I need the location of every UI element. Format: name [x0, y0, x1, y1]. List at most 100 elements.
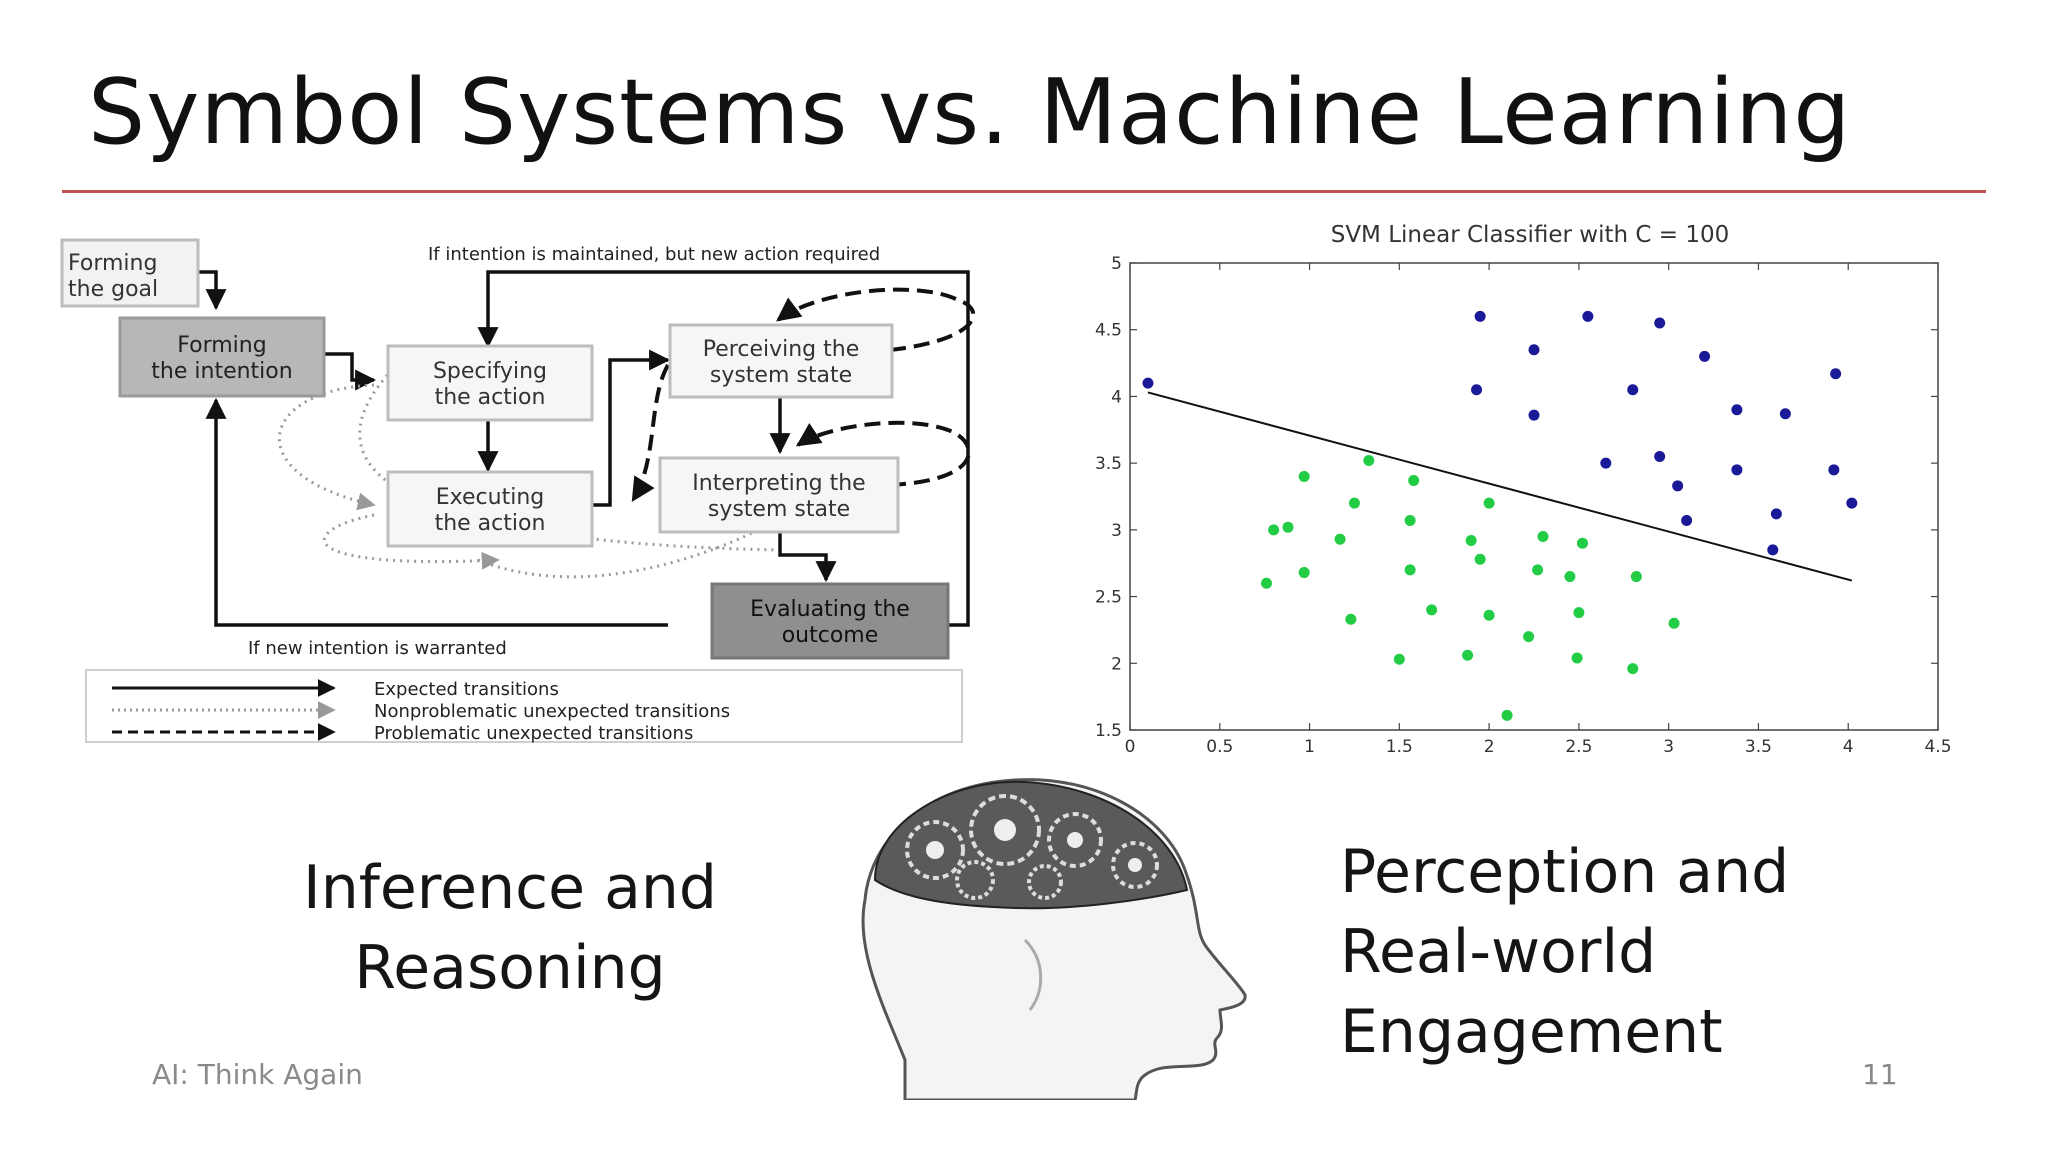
scatter-point-series-1 [1537, 531, 1549, 543]
scatter-point-series-1 [1523, 631, 1535, 643]
scatter-point-series-1 [1564, 571, 1576, 583]
scatter-point-series-0 [1672, 480, 1684, 492]
x-tick-label: 0.5 [1206, 737, 1233, 757]
scatter-point-series-1 [1348, 497, 1360, 509]
scatter-point-series-1 [1668, 617, 1680, 629]
svm-scatter-chart: SVM Linear Classifier with C = 100 0 0.5 1… [1095, 222, 1952, 757]
y-tick-label: 3.5 [1095, 454, 1122, 474]
caption-perception-engagement: Perception and Real-world Engagement [1340, 832, 1960, 1072]
node-forming-intention-line2: the intention [151, 359, 292, 384]
node-evaluating-outcome-line2: outcome [782, 623, 879, 648]
scatter-point-series-0 [1600, 457, 1612, 469]
node-forming-goal: Forming the goal [60, 238, 200, 308]
chart-title: SVM Linear Classifier with C = 100 [1331, 222, 1730, 248]
scatter-point-series-1 [1268, 524, 1280, 536]
x-tick-label: 1.5 [1386, 737, 1413, 757]
label-new-intention: If new intention is warranted [248, 638, 507, 659]
node-evaluating-outcome: Evaluating the outcome [710, 582, 950, 660]
label-intention-maintained: If intention is maintained, but new acti… [428, 244, 880, 265]
slide-title: Symbol Systems vs. Machine Learning [88, 60, 1852, 165]
scatter-point-series-1 [1298, 567, 1310, 579]
problematic-transitions [631, 287, 976, 503]
scatter-point-series-1 [1404, 515, 1416, 527]
node-forming-goal-line2: the goal [68, 277, 158, 302]
scatter-point-series-1 [1404, 564, 1416, 576]
node-executing-action-line1: Executing [436, 485, 544, 510]
scatter-point-series-1 [1627, 663, 1639, 675]
legend-nonproblematic-label: Nonproblematic unexpected transitions [374, 701, 730, 722]
node-perceiving-state: Perceiving the system state [668, 323, 894, 399]
scatter-point-series-0 [1528, 344, 1540, 356]
node-forming-intention-line1: Forming [177, 333, 266, 358]
scatter-point-series-0 [1830, 368, 1842, 380]
node-interpreting-state-line1: Interpreting the [692, 471, 865, 496]
caption-right-line1: Perception and [1340, 837, 1790, 907]
y-tick-label: 5 [1111, 254, 1122, 274]
scatter-point-series-0 [1582, 310, 1594, 322]
scatter-point-series-1 [1474, 553, 1486, 565]
scatter-point-series-1 [1465, 535, 1477, 547]
expected-transitions [198, 270, 970, 627]
scatter-point-series-1 [1393, 653, 1405, 665]
node-interpreting-state: Interpreting the system state [658, 456, 900, 534]
legend-problematic-label: Problematic unexpected transitions [374, 723, 693, 744]
node-forming-goal-line1: Forming [68, 251, 157, 276]
title-rule [62, 190, 1986, 193]
legend-expected-label: Expected transitions [374, 679, 559, 700]
x-tick-label: 3 [1663, 737, 1674, 757]
scatter-point-series-1 [1298, 470, 1310, 482]
scatter-point-series-0 [1770, 508, 1782, 520]
scatter-point-series-1 [1532, 564, 1544, 576]
scatter-point-series-0 [1731, 404, 1743, 416]
x-tick-label: 0 [1125, 737, 1136, 757]
y-tick-label: 4.5 [1095, 321, 1122, 341]
scatter-point-series-1 [1426, 604, 1438, 616]
x-tick-label: 1 [1304, 737, 1315, 757]
scatter-point-series-0 [1731, 464, 1743, 476]
caption-right-line3: Engagement [1340, 997, 1723, 1067]
scatter-point-series-0 [1654, 450, 1666, 462]
decision-boundary-line [1147, 391, 1853, 582]
scatter-point-series-1 [1345, 613, 1357, 625]
node-specifying-action-line1: Specifying [433, 359, 547, 384]
scatter-point-series-0 [1528, 409, 1540, 421]
plot-frame [1129, 262, 1939, 731]
x-tick-label: 2.5 [1565, 737, 1592, 757]
scatter-point-series-0 [1654, 317, 1666, 329]
diagram-legend: Expected transitions Nonproblematic unex… [85, 669, 963, 744]
node-specifying-action-line2: the action [435, 385, 546, 410]
x-tick-label: 3.5 [1745, 737, 1772, 757]
y-tick-label: 3 [1111, 521, 1122, 541]
caption-left-line1: Inference and [303, 853, 717, 923]
scatter-point-series-1 [1483, 497, 1495, 509]
scatter-point-series-1 [1462, 649, 1474, 661]
caption-inference-reasoning: Inference and Reasoning [230, 848, 790, 1008]
scatter-point-series-0 [1474, 310, 1486, 322]
node-evaluating-outcome-line1: Evaluating the [750, 597, 910, 622]
footer-course-name: AI: Think Again [152, 1058, 363, 1091]
scatter-point-series-1 [1363, 454, 1375, 466]
caption-right-line2: Real-world [1340, 917, 1657, 987]
y-tick-label: 2.5 [1095, 588, 1122, 608]
gear-head-icon [861, 778, 1247, 1100]
scatter-point-series-0 [1779, 408, 1791, 420]
x-tick-label: 4 [1843, 737, 1854, 757]
caption-left-line2: Reasoning [354, 933, 666, 1003]
y-tick-label: 1.5 [1095, 721, 1122, 741]
node-perceiving-state-line2: system state [710, 363, 852, 388]
scatter-point-series-0 [1699, 350, 1711, 362]
node-interpreting-state-line2: system state [708, 497, 850, 522]
scatter-point-series-0 [1142, 377, 1154, 389]
scatter-point-series-1 [1571, 652, 1583, 664]
scatter-point-series-1 [1483, 609, 1495, 621]
y-tick-label: 2 [1111, 654, 1122, 674]
scatter-point-series-1 [1501, 709, 1513, 721]
x-tick-label: 2 [1484, 737, 1495, 757]
node-specifying-action: Specifying the action [386, 344, 594, 422]
y-tick-label: 4 [1111, 387, 1122, 407]
scatter-point-series-1 [1260, 577, 1272, 589]
scatter-point-series-0 [1471, 384, 1483, 396]
scatter-point-series-1 [1282, 521, 1294, 533]
scatter-point-series-0 [1846, 497, 1858, 509]
